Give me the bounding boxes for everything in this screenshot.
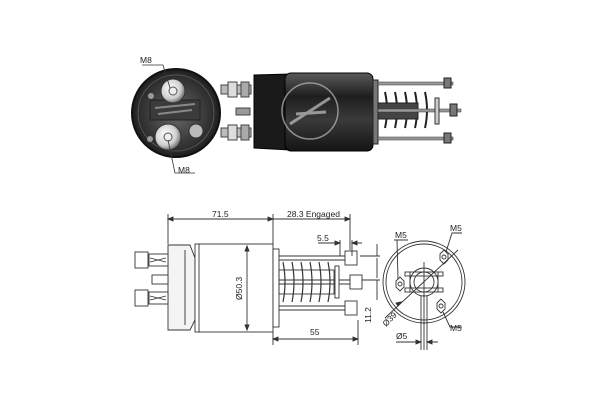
label-stud-left: M5 xyxy=(395,230,407,240)
photo-end-view xyxy=(131,64,221,174)
dim-stud-spacing: 11.2 xyxy=(363,307,373,323)
dim-stroke: 28.3 Engaged xyxy=(287,209,340,219)
dim-plunger-diameter: Ø5 xyxy=(396,331,408,341)
dim-body-length: 71.5 xyxy=(212,209,229,219)
dim-stud-offset: 5.5 xyxy=(317,233,329,243)
label-stud-top-right: M5 xyxy=(450,223,462,233)
dim-overall-rear: 55 xyxy=(310,327,320,337)
dim-body-diameter: Ø50.3 xyxy=(234,276,244,300)
label-terminal-bottom: M8 xyxy=(178,165,190,175)
photo-side-view xyxy=(220,72,462,152)
label-stud-bottom-right: M5 xyxy=(450,323,462,333)
drawing-side-elevation xyxy=(134,214,380,345)
label-terminal-top: M8 xyxy=(140,55,152,65)
drawing-end-elevation xyxy=(382,232,466,350)
